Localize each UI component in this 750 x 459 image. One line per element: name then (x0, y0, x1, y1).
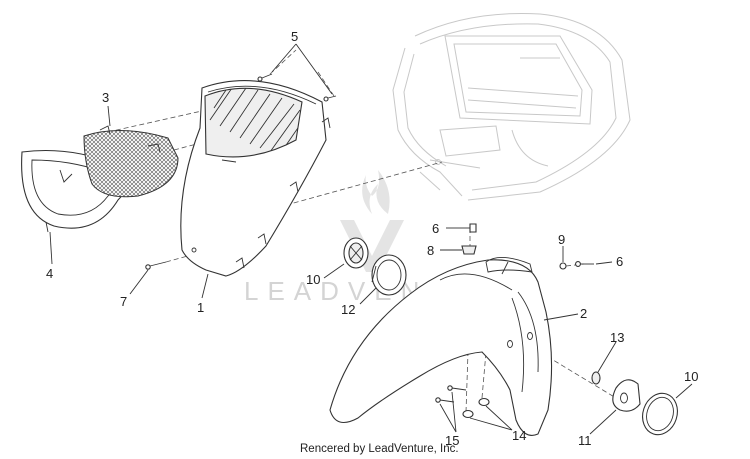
washer-9 (559, 262, 567, 270)
callout-10-upper: 10 (306, 272, 320, 287)
screw-5-right (323, 95, 337, 102)
screw-5-left (257, 73, 273, 82)
render-credit: Rencered by LeadVenture, Inc. (300, 443, 459, 455)
callout-14: 14 (512, 428, 526, 443)
reflector-disc-10-lower (642, 392, 678, 436)
screw-6-right (575, 261, 594, 267)
callout-13: 13 (610, 330, 624, 345)
callout-2: 2 (580, 306, 587, 321)
leader-lines (49, 43, 693, 435)
callout-8: 8 (427, 243, 434, 258)
hub-cover-11 (612, 379, 641, 412)
front-shield (180, 80, 331, 277)
callout-1: 1 (197, 300, 204, 315)
bolt-13 (591, 371, 601, 385)
screw-15-upper (447, 385, 467, 391)
screw-6-upper (456, 223, 477, 233)
callout-12: 12 (341, 302, 355, 317)
front-mudguard (329, 257, 553, 436)
washer-14-lower (462, 409, 474, 419)
callout-3: 3 (102, 90, 109, 105)
grommet-8 (461, 245, 477, 255)
callout-11: 11 (578, 433, 592, 448)
callout-4: 4 (46, 266, 53, 281)
cap-10-upper (343, 237, 369, 269)
mesh-grille (83, 125, 179, 198)
callout-9: 9 (558, 232, 565, 247)
callout-7: 7 (120, 294, 127, 309)
screw-7 (145, 261, 167, 270)
callout-15: 15 (445, 433, 459, 448)
callout-6-right: 6 (616, 254, 623, 269)
callout-labels: 5 3 4 7 1 6 8 9 6 10 12 2 13 10 11 15 14 (46, 29, 698, 448)
ring-12 (371, 254, 407, 296)
washer-14-upper (478, 397, 490, 407)
screw-15-lower (435, 397, 455, 403)
callout-10-lower: 10 (684, 369, 698, 384)
callout-6-upper: 6 (432, 221, 439, 236)
scooter-frame-outline (392, 13, 631, 201)
callout-5: 5 (291, 29, 298, 44)
